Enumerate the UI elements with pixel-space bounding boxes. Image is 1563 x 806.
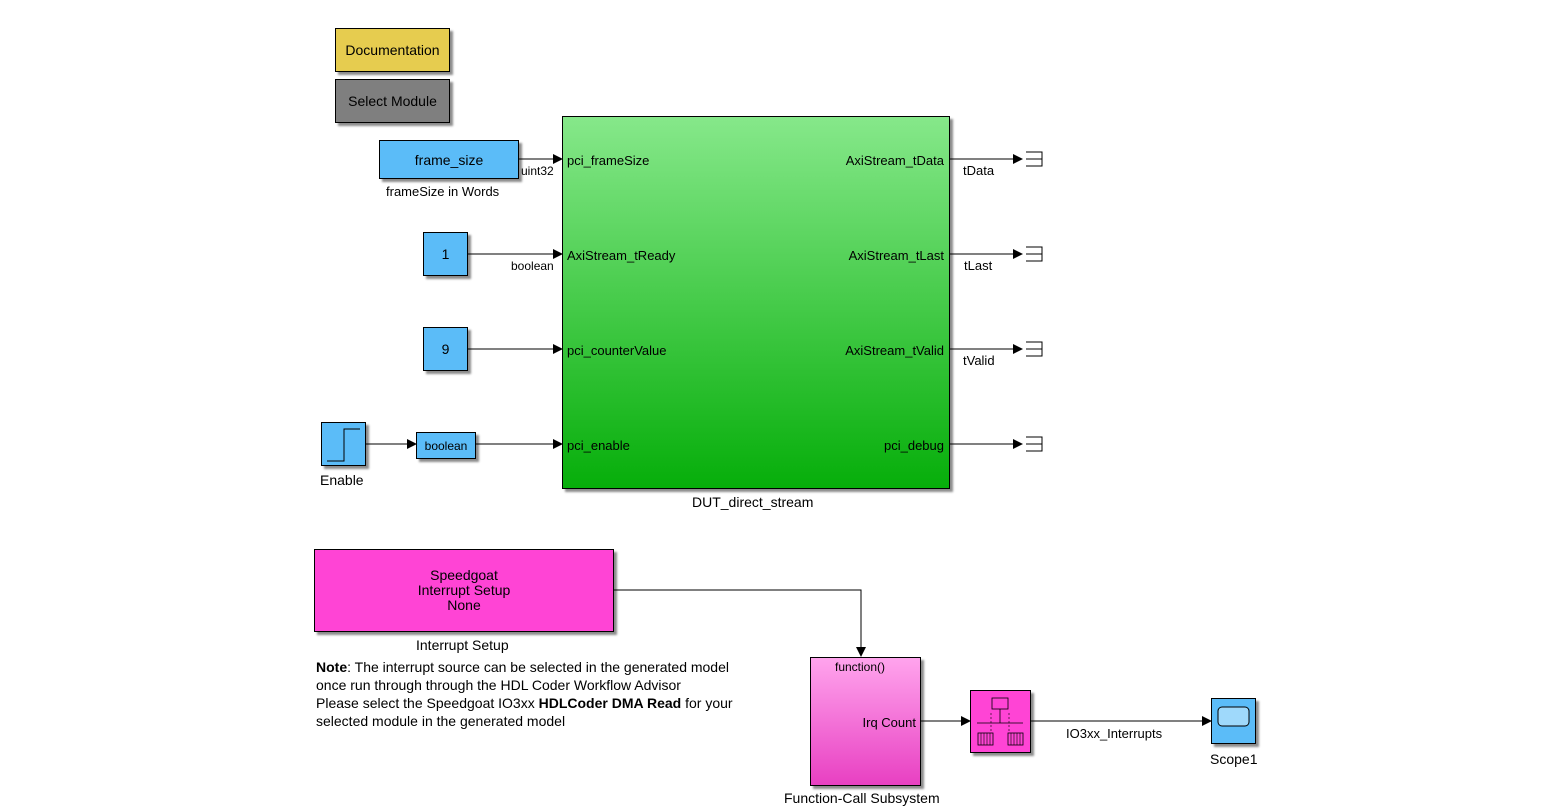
boolean-convert-block[interactable]: boolean bbox=[416, 432, 476, 459]
documentation-label: Documentation bbox=[345, 42, 440, 58]
dut-caption: DUT_direct_stream bbox=[692, 494, 814, 510]
terminator-icon bbox=[1026, 246, 1043, 262]
note-line1: : The interrupt source can be selected i… bbox=[347, 659, 729, 675]
constant-nine-block[interactable]: 9 bbox=[423, 327, 468, 371]
signal-name-io3xx-interrupts: IO3xx_Interrupts bbox=[1066, 726, 1163, 741]
dut-input-port-label: pci_enable bbox=[567, 438, 630, 453]
signal-name-tdata: tData bbox=[963, 163, 995, 178]
frame-size-caption: frameSize in Words bbox=[386, 184, 500, 199]
enable-caption: Enable bbox=[320, 472, 364, 488]
documentation-button[interactable]: Documentation bbox=[335, 28, 450, 72]
dut-output-port-label: AxiStream_tValid bbox=[845, 343, 944, 358]
constant-nine-value: 9 bbox=[441, 341, 450, 357]
terminator-icon bbox=[1026, 436, 1043, 452]
select-module-button[interactable]: Select Module bbox=[335, 79, 450, 123]
scope-caption: Scope1 bbox=[1210, 751, 1258, 767]
note-line4: selected module in the generated model bbox=[316, 713, 566, 729]
interrupt-setup-line1: Speedgoat bbox=[430, 567, 498, 583]
frame-size-block[interactable]: frame_size bbox=[379, 140, 519, 179]
rate-transition-icon bbox=[977, 697, 1024, 746]
constant-one-value: 1 bbox=[441, 246, 450, 262]
interrupt-setup-caption: Interrupt Setup bbox=[416, 637, 509, 653]
interrupt-setup-line2: Interrupt Setup bbox=[417, 582, 511, 598]
select-module-label: Select Module bbox=[348, 93, 437, 109]
dut-input-port-label: pci_frameSize bbox=[567, 153, 650, 168]
dut-output-port-label: pci_debug bbox=[884, 438, 944, 453]
interrupt-setup-block[interactable]: Speedgoat Interrupt Setup None bbox=[314, 549, 614, 632]
note-line3-pre: Please select the Speedgoat IO3xx bbox=[316, 695, 539, 711]
constant-one-block[interactable]: 1 bbox=[423, 232, 468, 276]
note-line3-post: for your bbox=[681, 695, 733, 711]
note-line3-bold: HDLCoder DMA Read bbox=[538, 695, 682, 711]
note-line2: once run through through the HDL Coder W… bbox=[316, 677, 681, 693]
dut-input-port-label: pci_counterValue bbox=[567, 343, 667, 358]
function-trigger-port-label: function() bbox=[835, 660, 886, 674]
signal-name-tlast: tLast bbox=[964, 258, 993, 273]
scope-icon bbox=[1217, 706, 1250, 727]
interrupt-setup-line3: None bbox=[447, 597, 481, 613]
step-icon bbox=[327, 428, 360, 462]
signal-name-tvalid: tValid bbox=[963, 353, 995, 368]
terminator-icon bbox=[1026, 341, 1043, 357]
terminator-icon bbox=[1026, 151, 1043, 167]
dut-output-port-label: AxiStream_tLast bbox=[848, 248, 944, 263]
scope-block[interactable] bbox=[1211, 698, 1256, 744]
dut-subsystem-block[interactable]: pci_frameSize AxiStream_tReady pci_count… bbox=[562, 116, 950, 489]
function-call-subsystem-block[interactable]: function() Irq Count bbox=[810, 657, 921, 786]
wire-interrupt-trigger bbox=[614, 589, 866, 657]
note-bold-prefix: Note bbox=[316, 659, 348, 675]
signal-type-boolean: boolean bbox=[511, 259, 554, 273]
rate-transition-block[interactable] bbox=[970, 690, 1031, 753]
boolean-convert-label: boolean bbox=[424, 438, 468, 453]
note-annotation: Note: The interrupt source can be select… bbox=[316, 658, 733, 730]
step-block[interactable] bbox=[321, 422, 366, 466]
signal-type-uint32: uint32 bbox=[521, 164, 554, 178]
dut-output-port-label: AxiStream_tData bbox=[845, 153, 944, 168]
frame-size-value: frame_size bbox=[414, 151, 484, 168]
function-call-subsystem-caption: Function-Call Subsystem bbox=[784, 790, 940, 806]
irq-count-port-label: Irq Count bbox=[862, 715, 916, 730]
dut-input-port-label: AxiStream_tReady bbox=[567, 248, 676, 263]
